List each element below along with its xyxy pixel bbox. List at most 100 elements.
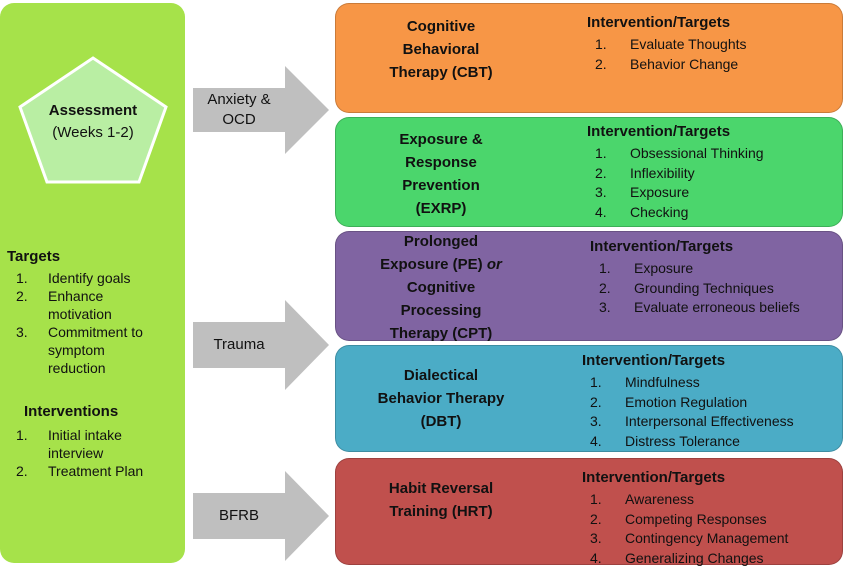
arrow-label-line: Anxiety & [207,91,271,108]
arrow-anxiety-ocd [193,66,329,154]
arrow-label-line: OCD [222,111,256,128]
intervention-heading-hrt: Intervention/Targets [582,469,726,486]
therapy-title-line: Processing [336,299,546,322]
item-number: 1. [16,427,28,443]
item-number: 2. [595,55,607,72]
intervention-item: 4.Distress Tolerance [590,432,794,452]
therapy-title-text: Behavior Therapy [377,390,505,407]
assessment-panel: Assessment (Weeks 1-2) Targets 1.Identif… [0,3,185,563]
item-number: 1. [595,145,607,161]
therapy-title-line: Cognitive [336,276,546,299]
therapy-title-text: Dialectical [403,367,479,384]
intervention-item-text: Awareness [625,491,695,507]
item-text: Initial intake [48,427,122,443]
item-number: 2. [590,510,602,527]
intervention-item: 2. Emotion Regulation [590,393,794,413]
therapy-title-line: Habit Reversal [336,477,546,500]
intervention-item: 1. Awareness [590,490,788,510]
therapy-title-line: Exposure & [336,128,546,151]
therapy-title-text: Behavioral [402,41,480,58]
therapy-title-line: (DBT) [336,410,546,433]
item-number: 3. [595,184,607,200]
item-number: 1. [16,270,28,286]
therapy-title-line: Behavior Therapy [336,387,546,410]
arrow-label-trauma: Trauma [193,335,285,355]
assessment-title: Assessment [48,102,138,119]
intervention-item-text: Evaluate Thoughts [630,36,747,52]
targets-title: Targets [7,248,61,265]
therapy-title-text: (DBT) [420,413,462,430]
intervention-item: 3. Contingency Management [590,529,788,549]
therapy-title-line: Prolonged [336,230,546,253]
intervention-item-text: Mindfulness [625,374,700,390]
intervention-heading-exrp: Intervention/Targets [587,123,731,140]
therapy-title-text: Exposure (PE) [380,256,487,273]
intervention-item-text: Contingency Management [625,530,789,546]
intervention-item: 3. Exposure [595,183,764,203]
item-number: 3. [590,530,602,546]
intervention-list-hrt: 1. Awareness 2. Competing Responses 3. Contin… [590,490,788,568]
item-number: 4. [590,432,602,449]
therapy-title-line: (EXRP) [336,197,546,220]
intervention-heading-pe-cpt: Intervention/Targets [590,238,734,255]
therapy-title-text: Prolonged [403,233,479,250]
item-number: 2. [16,288,28,304]
therapy-title-text: or [486,256,502,273]
arrow-label-line: BFRB [218,507,259,524]
intervention-item: 3.Evaluate erroneous beliefs [599,298,800,318]
therapy-title-line: Behavioral [336,38,546,61]
intervention-item-text: Interpersonal Effectiveness [625,413,794,429]
interventions-title: Interventions [24,403,119,420]
assessment-pentagon [18,56,168,184]
item-number: 2. [16,463,28,479]
intervention-item-text: Competing Responses [625,510,767,527]
item-number: 2. [590,393,602,410]
intervention-heading-cbt: Intervention/Targets [587,14,731,31]
therapy-title-text: Therapy (CBT) [389,64,493,81]
intervention-item-text: Emotion Regulation [625,393,748,410]
intervention-item-text: Checking [630,203,689,220]
intervention-item-text: Exposure [634,260,694,276]
arrow-label-line: Trauma [213,336,265,353]
arrow-trauma [193,300,329,390]
intervention-item: 2.Grounding Techniques [599,279,800,299]
therapy-title-text: Therapy (CPT) [389,325,493,342]
therapy-title-line: Therapy (CBT) [336,61,546,84]
intervention-item-text: Obsessional Thinking [630,145,764,161]
therapy-title-text: Habit Reversal [388,480,494,497]
item-text: interview [48,445,104,461]
item-number: 3. [590,413,602,429]
therapy-title-line: Prevention [336,174,546,197]
intervention-item: 4.Checking [595,203,764,223]
intervention-item: 1.Exposure [599,259,800,279]
item-text: symptom [48,342,105,358]
intervention-item-text: Grounding Techniques [634,279,774,296]
intervention-item: 4.Generalizing Changes [590,549,788,568]
therapy-title-line: Response [336,151,546,174]
intervention-item-text: Exposure [630,184,690,200]
arrow-label-bfrb: BFRB [193,506,285,526]
intervention-heading-dbt: Intervention/Targets [582,352,726,369]
interventions-item: 2.Treatment Plan [16,462,181,480]
therapy-title-text: Training (HRT) [389,503,493,520]
intervention-item-text: Inflexibility [630,164,695,181]
intervention-item: 1.Mindfulness [590,373,794,393]
therapy-title-line: Training (HRT) [336,500,546,523]
therapy-title-line: Therapy (CPT) [336,322,546,345]
item-text: Commitment to [48,324,143,340]
intervention-item: 2.Inflexibility [595,164,764,184]
intervention-item: 2. Competing Responses [590,510,788,530]
therapy-title-line: Cognitive [336,15,546,38]
item-number: 1. [590,491,602,507]
